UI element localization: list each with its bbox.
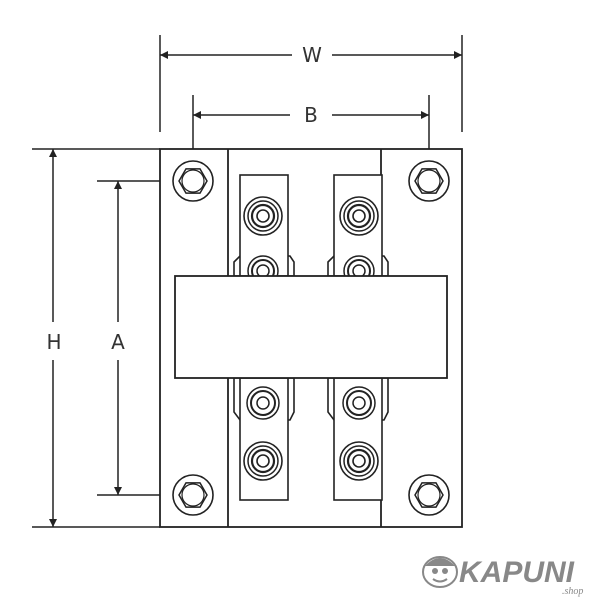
mounting-hole-top-right (408, 160, 450, 202)
mounting-hole-bottom-left (172, 474, 214, 516)
terminal-stud-upper-right (339, 196, 379, 236)
dimension-h-label: H (46, 330, 61, 354)
watermark-sub: .shop (562, 586, 583, 597)
watermark-logo: KAPUNI .shop (422, 556, 583, 597)
mascot-icon (422, 556, 458, 588)
mounting-hole-top-left (172, 160, 214, 202)
terminal-stud-upper-left (243, 196, 283, 236)
watermark-brand: KAPUNI (459, 556, 575, 589)
dimension-a-label: A (111, 330, 125, 354)
dimension-w (159, 35, 463, 132)
insulating-cover (174, 275, 448, 379)
terminal-stud-lower-right (339, 441, 379, 481)
dimension-w-label: W (302, 43, 322, 67)
terminal-stud-lower-left (243, 441, 283, 481)
terminal-stud-mid-lower-right (342, 386, 376, 420)
terminal-stud-mid-lower-left (246, 386, 280, 420)
dimension-b-label: B (304, 103, 318, 127)
dimension-h (32, 148, 160, 528)
mounting-hole-bottom-right (408, 474, 450, 516)
